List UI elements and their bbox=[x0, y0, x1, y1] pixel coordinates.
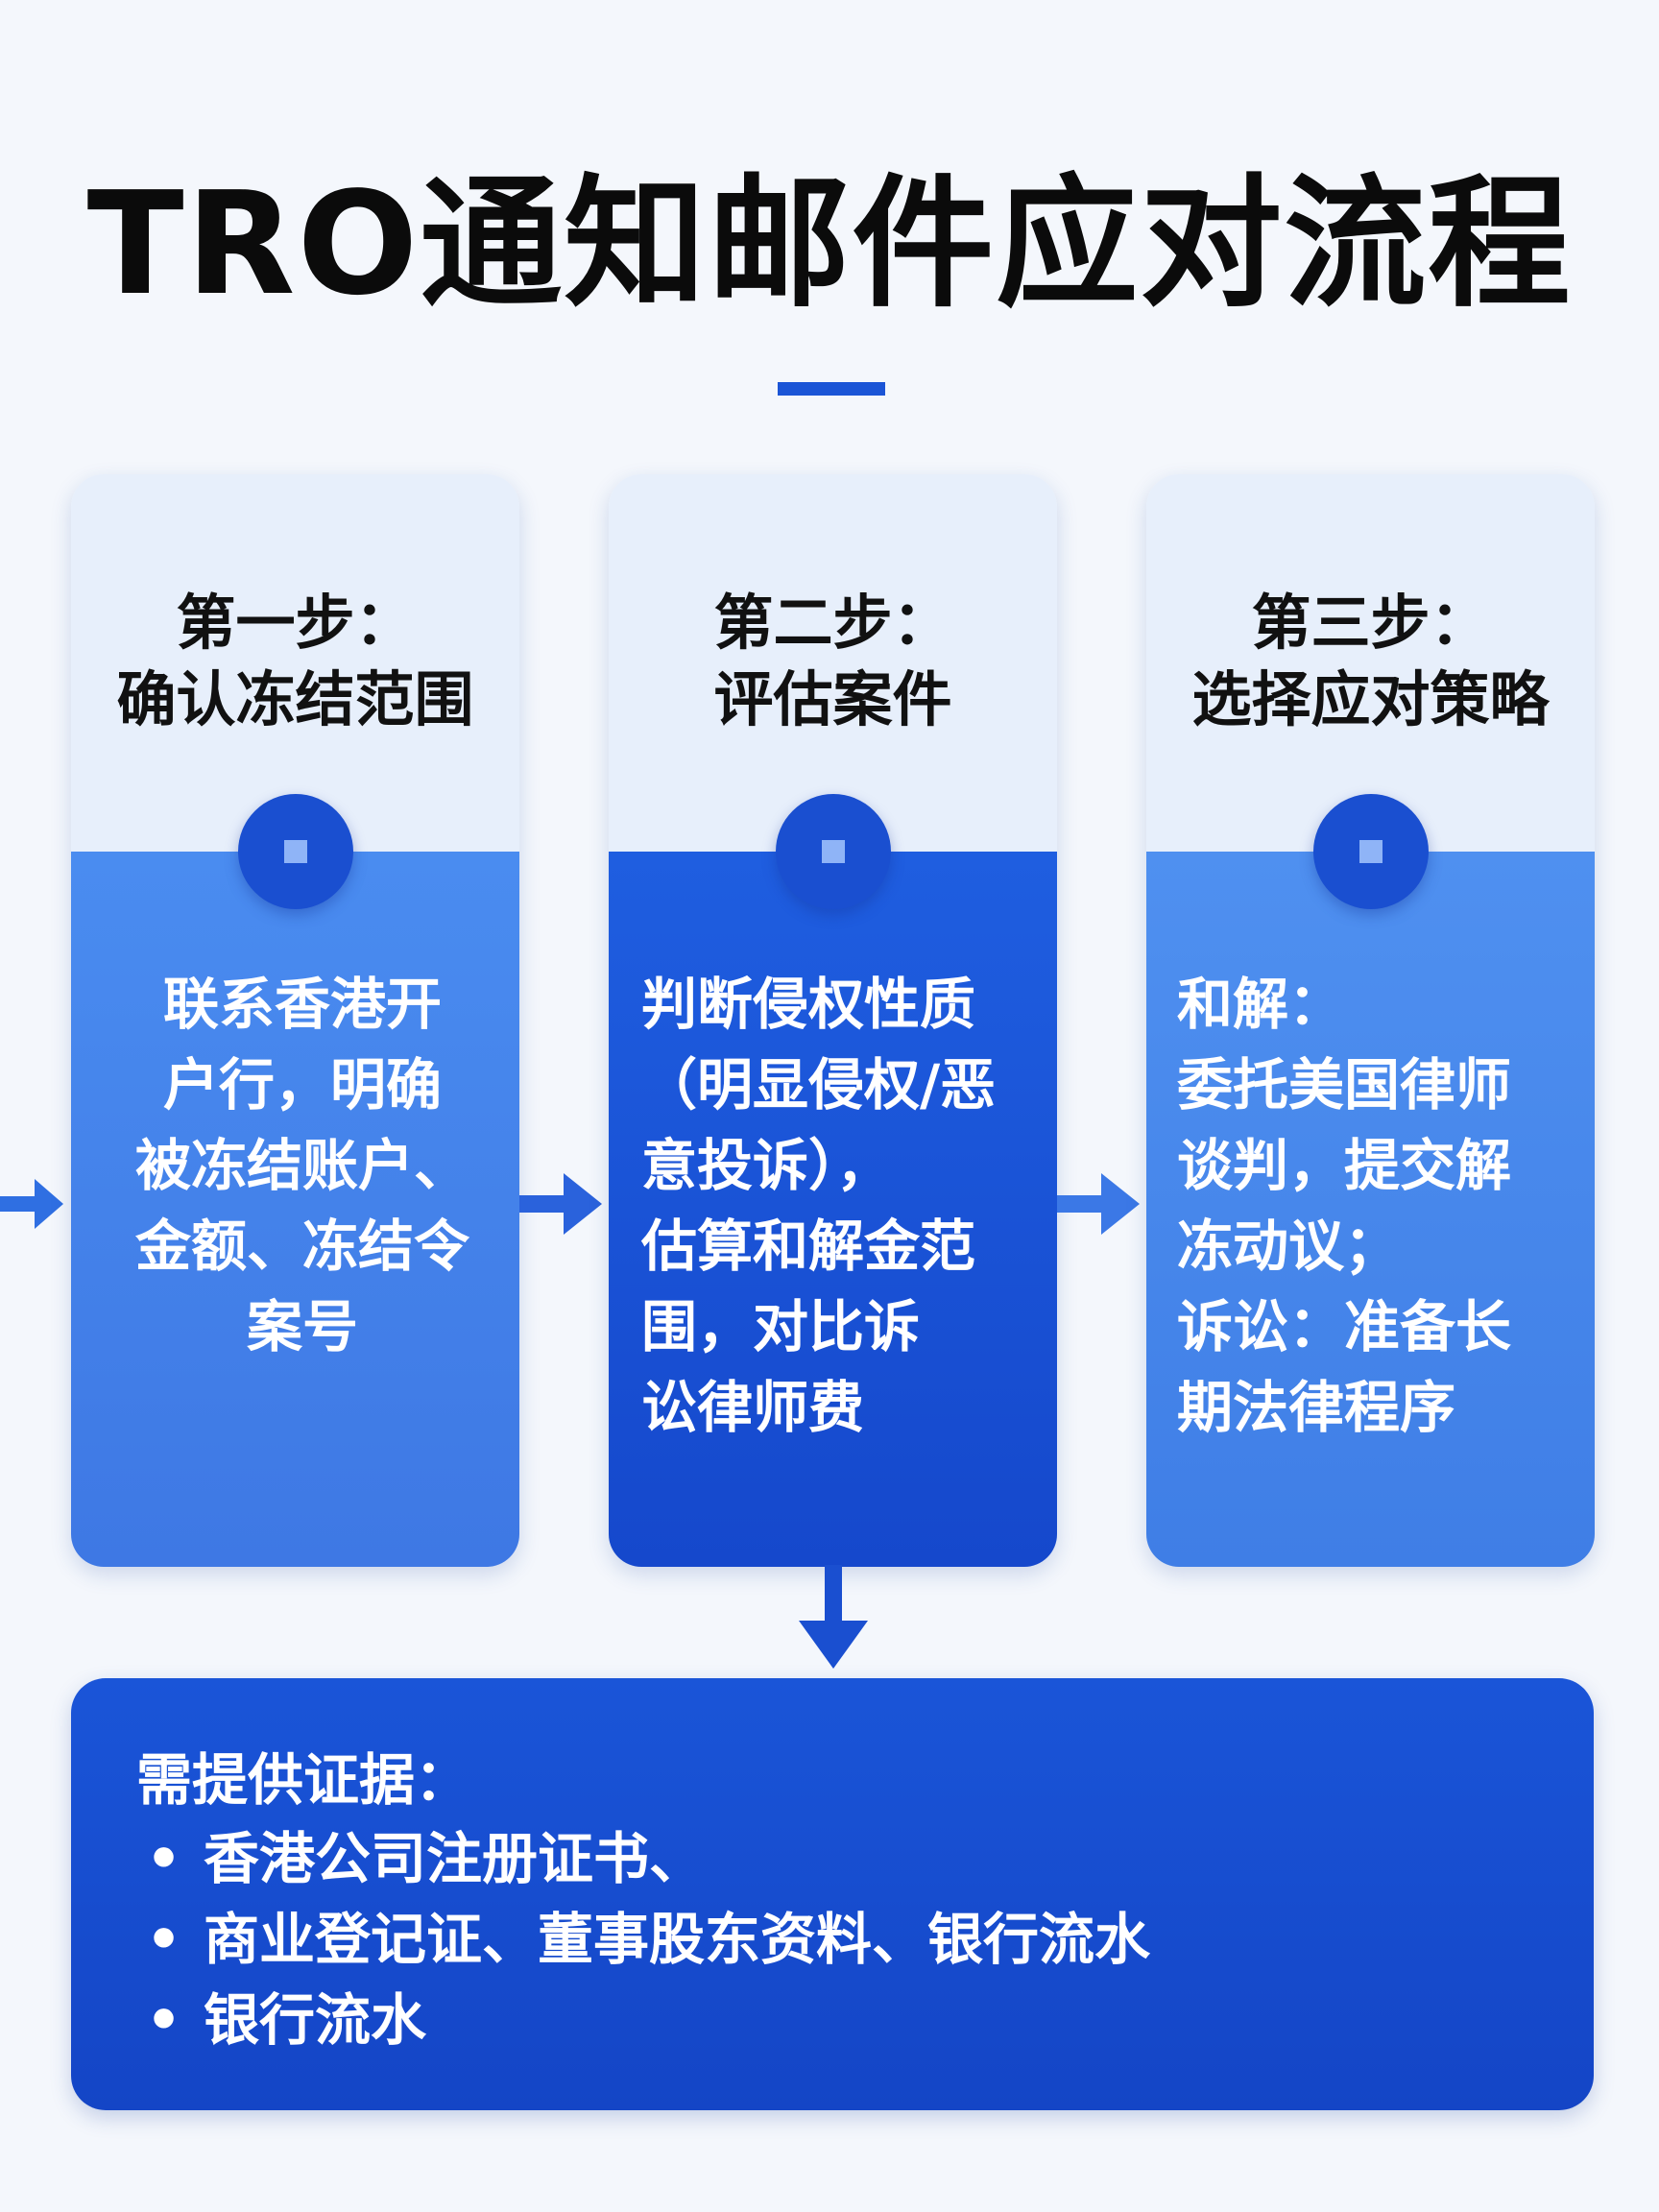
step-description: 联系香港开 户行，明确 被冻结账户、 金额、冻结令 案号 bbox=[96, 964, 509, 1367]
step-card-header bbox=[1146, 474, 1595, 852]
description-line: 意投诉）， bbox=[641, 1133, 893, 1199]
evidence-title: 需提供证据： bbox=[136, 1747, 471, 1813]
title-underline bbox=[778, 382, 885, 396]
step-name: 选择应对策略 bbox=[1191, 664, 1550, 734]
step-description: 和解： 委托美国律师 谈判，提交解 冻动议； 诉讼：准备长 期法律程序 bbox=[1177, 964, 1590, 1449]
page-title: TRO通知邮件应对流程 bbox=[86, 161, 1573, 326]
step-name: 评估案件 bbox=[713, 664, 952, 734]
description-line: 围，对比诉 bbox=[641, 1294, 921, 1360]
description-line: 案号 bbox=[246, 1294, 358, 1360]
description-line: 诉讼：准备长 bbox=[1177, 1294, 1512, 1360]
arrow-right-icon bbox=[0, 1179, 63, 1229]
bullet-icon: • bbox=[146, 1987, 182, 2053]
evidence-item: • 银行流水 bbox=[146, 1987, 426, 2055]
step-marker-icon bbox=[237, 794, 353, 909]
step-card-2: 第二步： 评估案件 判断侵权性质 （明显侵权/恶 意投诉）， 估算和解金范 围，… bbox=[609, 474, 1057, 1567]
description-line: 判断侵权性质 bbox=[641, 972, 976, 1037]
evidence-item-text: 商业登记证、董事股东资料、银行流水 bbox=[204, 1907, 1151, 1972]
step-card-header bbox=[71, 474, 519, 852]
description-line: 冻动议； bbox=[1177, 1214, 1401, 1280]
step-description: 判断侵权性质 （明显侵权/恶 意投诉）， 估算和解金范 围，对比诉 讼律师费 bbox=[641, 964, 1045, 1449]
step-number: 第一步： bbox=[176, 588, 415, 658]
description-line: 金额、冻结令 bbox=[134, 1214, 469, 1280]
description-line: 被冻结账户、 bbox=[134, 1133, 469, 1199]
description-line: 和解： bbox=[1177, 972, 1345, 1037]
evidence-item: • 香港公司注册证书、 bbox=[146, 1826, 705, 1893]
step-card-body-panel bbox=[609, 852, 1057, 1567]
step-card-3: 第三步： 选择应对策略 和解： 委托美国律师 谈判，提交解 冻动议； 诉讼：准备… bbox=[1146, 474, 1595, 1567]
step-number: 第二步： bbox=[713, 588, 952, 658]
evidence-item-text: 香港公司注册证书、 bbox=[204, 1826, 706, 1891]
description-line: 期法律程序 bbox=[1177, 1375, 1456, 1441]
step-marker-icon bbox=[1312, 794, 1429, 909]
description-line: 谈判，提交解 bbox=[1177, 1133, 1512, 1199]
step-name: 确认冻结范围 bbox=[116, 664, 474, 734]
description-line: 联系香港开 bbox=[162, 972, 442, 1037]
arrow-right-icon bbox=[519, 1173, 602, 1235]
step-number: 第三步： bbox=[1251, 588, 1490, 658]
description-line: 讼律师费 bbox=[641, 1375, 865, 1441]
arrow-down-icon bbox=[799, 1565, 868, 1669]
description-line: 户行，明确 bbox=[162, 1052, 442, 1118]
step-card-header bbox=[609, 474, 1057, 852]
description-line: （明显侵权/恶 bbox=[641, 1052, 997, 1118]
evidence-item: • 商业登记证、董事股东资料、银行流水 bbox=[146, 1907, 1150, 1974]
step-card-1: 第一步： 确认冻结范围 联系香港开 户行，明确 被冻结账户、 金额、冻结令 案号 bbox=[71, 474, 519, 1567]
evidence-item-text: 银行流水 bbox=[204, 1987, 427, 2053]
description-line: 委托美国律师 bbox=[1177, 1052, 1512, 1118]
step-card-body-panel bbox=[1146, 852, 1595, 1567]
evidence-panel: 需提供证据： • 香港公司注册证书、 • 商业登记证、董事股东资料、银行流水 • 银行… bbox=[71, 1678, 1594, 2110]
description-line: 估算和解金范 bbox=[641, 1214, 976, 1280]
step-marker-icon bbox=[775, 794, 891, 909]
step-card-body-panel bbox=[71, 852, 519, 1567]
bullet-icon: • bbox=[146, 1826, 182, 1891]
bullet-icon: • bbox=[146, 1907, 182, 1972]
arrow-right-icon bbox=[1057, 1173, 1140, 1235]
